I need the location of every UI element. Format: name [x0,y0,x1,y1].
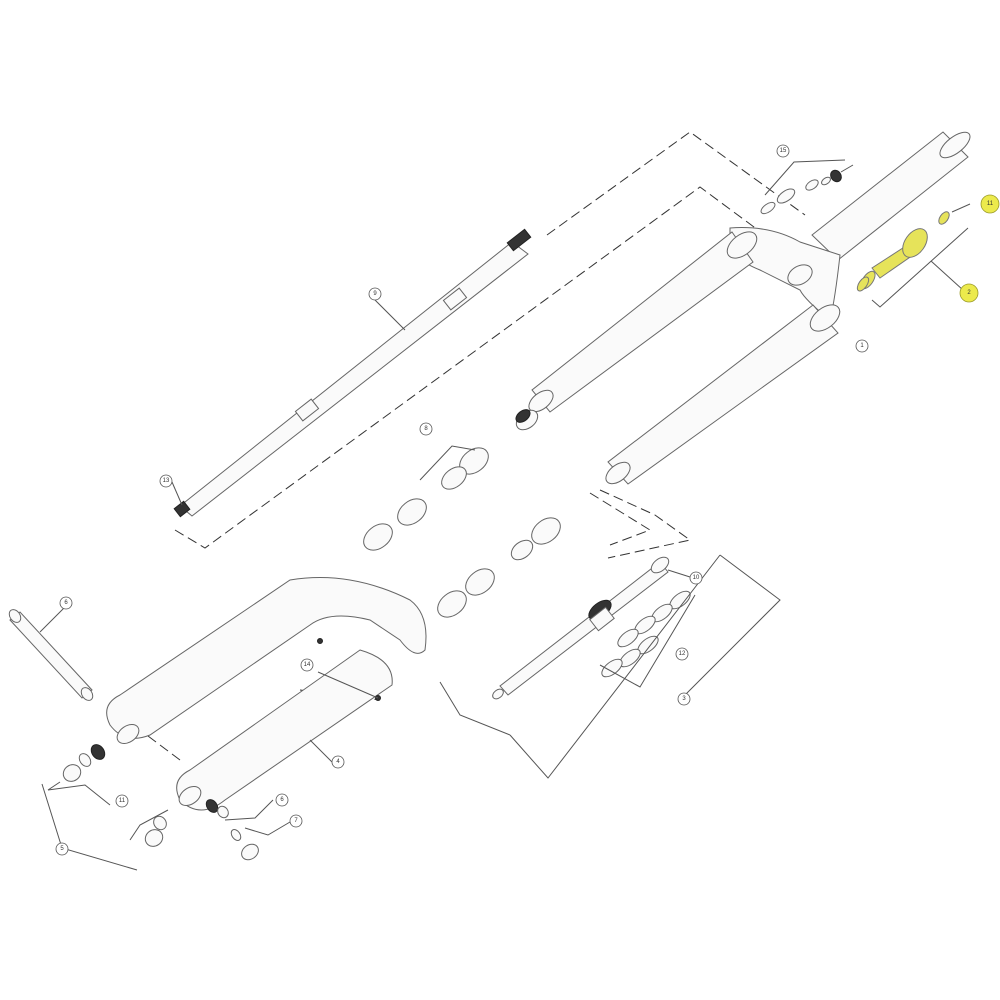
svg-text:6: 6 [280,797,284,803]
bottom-hardware [41,744,291,871]
callout-2: 2 [959,283,979,303]
highlighted-air-shaft [856,203,971,308]
callout-7: 7 [289,814,303,828]
callout-9: 9 [368,287,382,301]
callout-13: 13 [159,474,173,488]
callout-5: 5 [55,842,69,856]
svg-text:14: 14 [304,662,311,668]
svg-text:4: 4 [336,759,340,765]
callout-12: 12 [675,647,689,661]
svg-text:8: 8 [424,426,428,432]
callout-1: 1 [855,339,869,353]
lower-legs [106,577,427,811]
svg-text:7: 7 [294,818,298,824]
top-cap-parts [760,159,854,215]
svg-text:6: 6 [64,600,68,606]
callout-4: 4 [331,755,345,769]
svg-text:9: 9 [373,291,377,297]
crown-stanchion-assembly [528,131,971,485]
callout-11-highlight: 11 [980,194,1000,214]
callout-14: 14 [300,658,314,672]
air-spring-shaft [171,228,532,518]
callout-3: 3 [677,692,691,706]
svg-text:11: 11 [119,798,126,804]
svg-text:3: 3 [682,696,686,702]
seals-and-bushings [363,409,561,618]
svg-text:5: 5 [60,846,64,852]
callout-6-hardware: 6 [275,793,289,807]
callout-11-bottom: 11 [115,794,129,808]
svg-text:11: 11 [987,201,994,207]
svg-text:12: 12 [679,651,686,657]
callout-15: 15 [776,144,790,158]
callout-8: 8 [419,422,433,436]
callout-6-axle: 6 [59,596,73,610]
svg-text:13: 13 [163,478,170,484]
damper-assembly [439,554,781,779]
callout-10: 10 [689,571,703,585]
svg-text:10: 10 [693,575,700,581]
bleed-bolts [317,638,381,701]
svg-text:1: 1 [860,343,864,349]
axle [8,607,94,701]
svg-text:15: 15 [780,148,787,154]
svg-text:2: 2 [967,290,971,296]
